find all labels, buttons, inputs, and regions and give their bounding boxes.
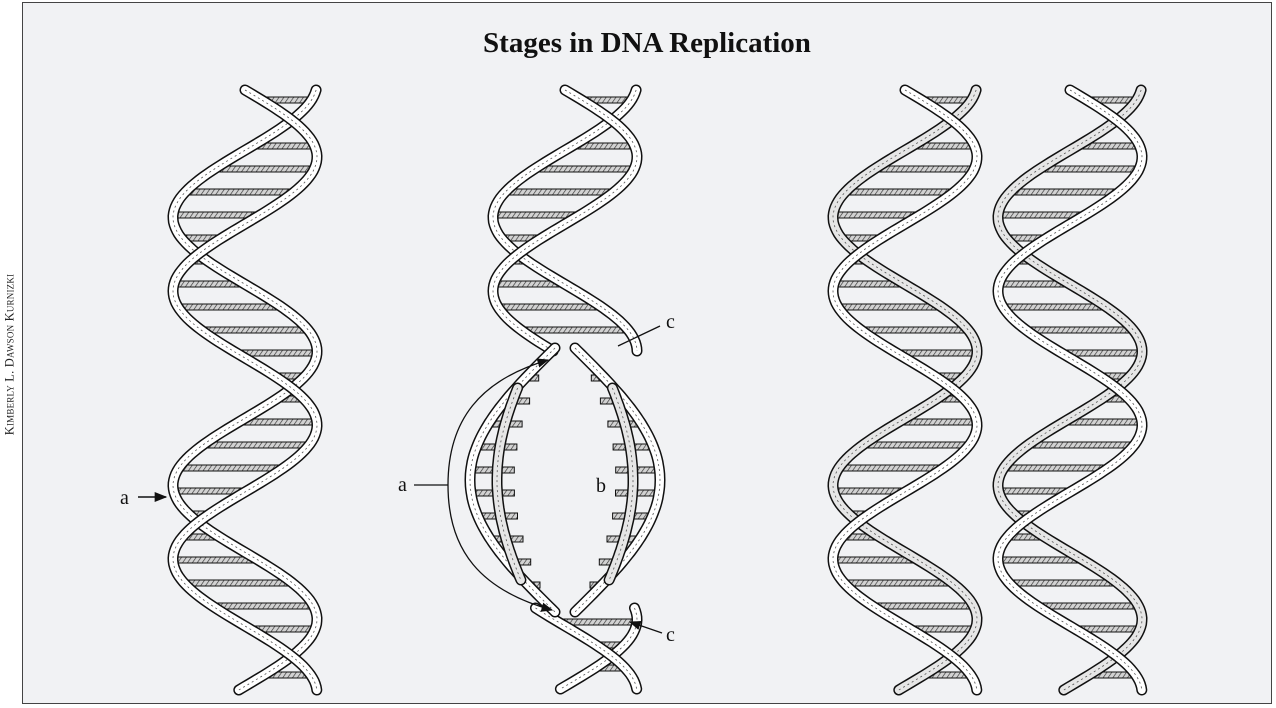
- helix-stage-3-daughter-1: [833, 90, 977, 690]
- base-pair-rung: [216, 603, 311, 609]
- label-c-top-text: c: [666, 311, 675, 333]
- helix-stage-2-replication-fork: [470, 90, 660, 689]
- base-pair-rung: [524, 327, 625, 333]
- label-a-left: a: [120, 487, 166, 509]
- base-pair-rung: [847, 580, 949, 586]
- base-pair-rung: [1006, 304, 1104, 310]
- base-pair-rung: [866, 442, 966, 448]
- base-pair-rung: [176, 212, 257, 218]
- base-pair-rung: [1041, 603, 1136, 609]
- base-pair-rung: [182, 465, 281, 471]
- base-pair-rung: [1001, 557, 1080, 563]
- label-a-middle-text: a: [398, 474, 407, 496]
- base-pair-rung: [204, 327, 305, 333]
- base-pair-rung: [841, 304, 939, 310]
- base-pair-rung: [188, 189, 291, 195]
- label-b: b: [596, 475, 606, 497]
- base-pair-rung: [848, 189, 951, 195]
- base-pair-rung: [187, 580, 289, 586]
- helix-stage-3-daughter-2: [998, 90, 1142, 690]
- base-pair-rung: [176, 557, 255, 563]
- base-pair-rung: [1001, 212, 1082, 218]
- base-pair-rung: [501, 304, 599, 310]
- base-pair-rung: [876, 603, 971, 609]
- base-pair-rung: [496, 212, 577, 218]
- base-pair-rung: [537, 166, 631, 172]
- base-pair-rung: [1042, 166, 1136, 172]
- base-pair-rung: [864, 327, 965, 333]
- base-pair-rung: [877, 166, 971, 172]
- base-pair-rung: [1007, 465, 1106, 471]
- base-pair-rung: [1013, 189, 1116, 195]
- base-pair-rung: [1029, 327, 1130, 333]
- base-pair-rung: [1031, 442, 1131, 448]
- base-pair-rung: [836, 212, 917, 218]
- base-pair-rung: [217, 166, 311, 172]
- base-pair-rung: [836, 557, 915, 563]
- label-a-left-text: a: [120, 487, 129, 509]
- base-pair-rung: [181, 304, 279, 310]
- base-pair-rung: [842, 465, 941, 471]
- base-pair-rung: [1012, 580, 1114, 586]
- base-pair-rung: [206, 442, 306, 448]
- base-pair-rung: [508, 189, 611, 195]
- helix-stage-1: [173, 90, 317, 690]
- label-c-bottom-text: c: [666, 624, 675, 646]
